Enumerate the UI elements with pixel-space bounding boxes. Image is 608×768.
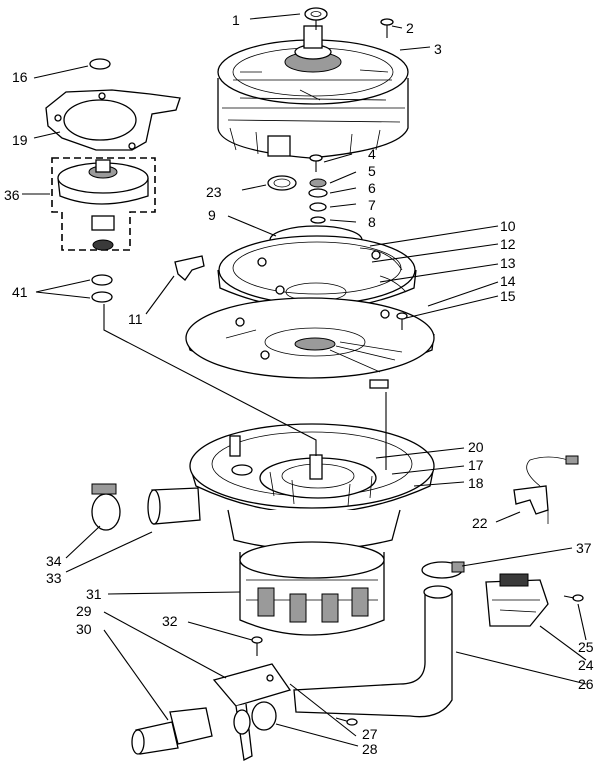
label-19: 19 (12, 132, 28, 148)
label-7: 7 (368, 197, 376, 213)
label-41: 41 (12, 284, 28, 300)
label-15: 15 (500, 288, 516, 304)
part-11-clip (174, 255, 205, 281)
callout-labels: 1 2 3 16 19 36 4 5 6 7 8 23 9 10 12 13 1… (4, 12, 594, 757)
part-12-pump-plate (217, 235, 417, 310)
label-16: 16 (12, 69, 28, 85)
label-20: 20 (468, 439, 484, 455)
label-9: 9 (208, 207, 216, 223)
part-25-screw (563, 594, 584, 602)
part-22-sensor (513, 455, 579, 524)
label-14: 14 (500, 273, 516, 289)
label-18: 18 (468, 475, 484, 491)
label-34: 34 (46, 553, 62, 569)
label-3: 3 (434, 41, 442, 57)
label-5: 5 (368, 163, 376, 179)
part-27-screw (335, 717, 358, 726)
label-26: 26 (578, 676, 594, 692)
label-25: 25 (578, 639, 594, 655)
label-12: 12 (500, 236, 516, 252)
label-23: 23 (206, 184, 222, 200)
part-32-screw (251, 636, 263, 656)
label-4: 4 (368, 146, 376, 162)
part-8-seal (310, 216, 326, 224)
part-33-outlet-elbow (147, 487, 201, 525)
label-10: 10 (500, 218, 516, 234)
label-31: 31 (86, 586, 102, 602)
part-7-washer (309, 202, 327, 212)
part-4-screw (309, 154, 323, 172)
label-27: 27 (362, 726, 378, 742)
label-30: 30 (76, 621, 92, 637)
part-6-washer (308, 188, 328, 198)
part-15-screw (396, 312, 408, 330)
part-41-seals (91, 274, 113, 303)
label-2: 2 (406, 20, 414, 36)
part-30-inlet-fitting (131, 701, 277, 755)
leader-lines (22, 13, 587, 747)
part-3-motor-cover (217, 25, 409, 159)
label-11: 11 (128, 311, 143, 327)
label-13: 13 (500, 255, 516, 271)
part-18-pump-housing (189, 423, 435, 514)
part-23-seal-ring (267, 175, 297, 191)
label-28: 28 (362, 741, 378, 757)
label-8: 8 (368, 214, 376, 230)
part-14-disk (185, 297, 435, 389)
part-19-gasket (45, 89, 181, 151)
label-6: 6 (368, 180, 376, 196)
part-37-clamp (421, 561, 465, 579)
label-22: 22 (472, 515, 488, 531)
part-26-hose (293, 585, 453, 718)
part-34-hose-clamp (91, 483, 121, 531)
part-31-motor (227, 509, 401, 636)
label-37: 37 (576, 540, 592, 556)
label-33: 33 (46, 570, 62, 586)
part-5-nut (309, 178, 327, 188)
label-36: 36 (4, 187, 20, 203)
part-36-check-valve-assembly (51, 157, 156, 251)
part-24-switch (485, 573, 549, 627)
label-32: 32 (162, 613, 178, 629)
label-17: 17 (468, 457, 484, 473)
label-24: 24 (578, 657, 594, 673)
part-2-screw (380, 18, 394, 38)
label-1: 1 (232, 12, 240, 28)
label-29: 29 (76, 603, 92, 619)
part-1-washer (304, 7, 328, 21)
part-16-seal (89, 58, 111, 70)
part-29-bracket (212, 663, 292, 761)
